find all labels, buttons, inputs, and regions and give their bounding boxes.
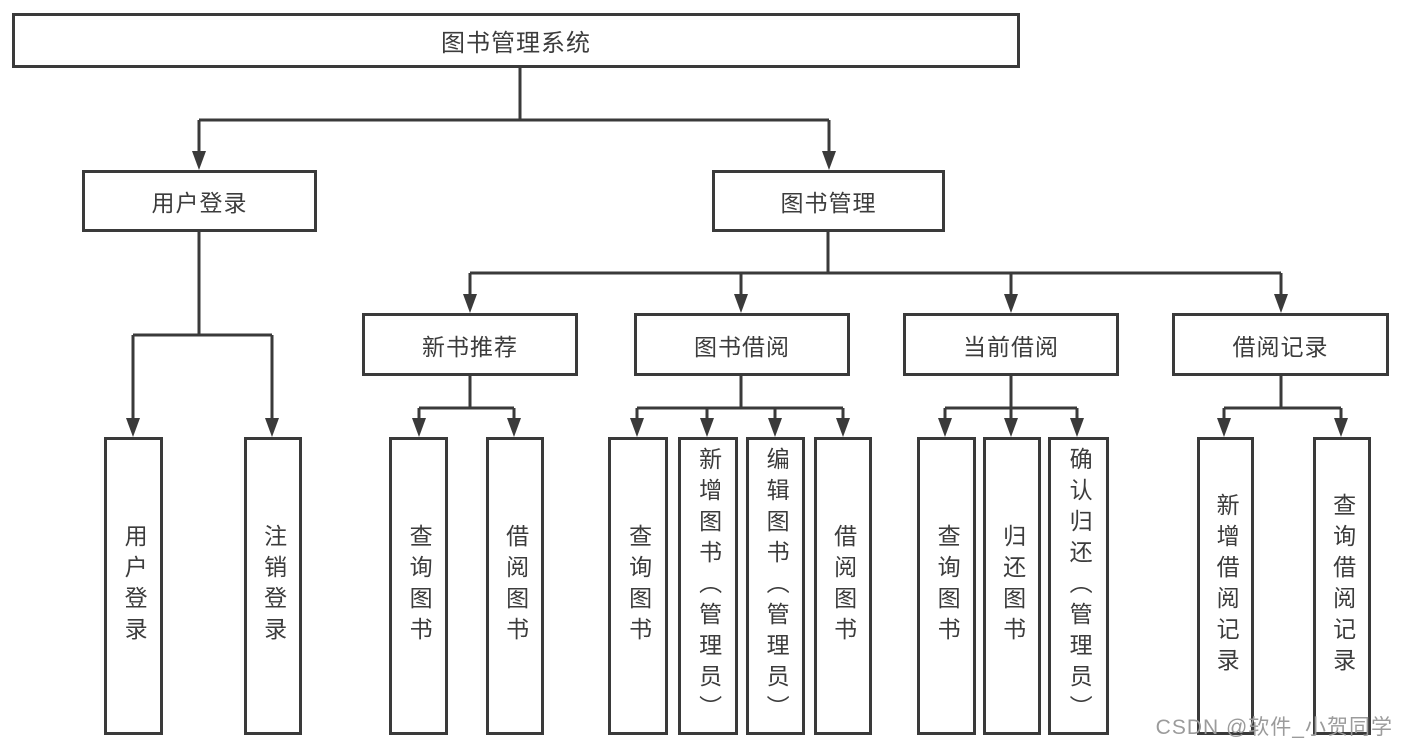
node-current-borrowing-label: 当前借阅 [963, 333, 1059, 360]
watermark: CSDN @软件_小贺同学 [1155, 716, 1393, 739]
leaf-borrow-books-label: 借阅图书 [830, 524, 857, 648]
leaf-confirm-return-admin: 确认归还（管理员） [1048, 437, 1109, 735]
node-book-management: 图书管理 [712, 170, 945, 232]
node-new-book-recommend: 新书推荐 [362, 313, 578, 376]
leaf-user-login: 用户登录 [104, 437, 163, 735]
leaf-add-borrow-record: 新增借阅记录 [1197, 437, 1254, 735]
node-book-borrowing: 图书借阅 [634, 313, 850, 376]
leaf-return-book-label: 归还图书 [999, 524, 1026, 648]
leaf-query-books-current-label: 查询图书 [934, 524, 961, 648]
leaf-query-books-borrow: 查询图书 [608, 437, 668, 735]
node-borrowing-records: 借阅记录 [1172, 313, 1389, 376]
leaf-edit-book-admin-label: 编辑图书（管理员） [763, 446, 790, 726]
leaf-logout-label: 注销登录 [260, 524, 287, 648]
leaf-add-book-admin: 新增图书（管理员） [678, 437, 738, 735]
leaf-return-book: 归还图书 [983, 437, 1041, 735]
leaf-query-books-borrow-label: 查询图书 [625, 524, 652, 648]
leaf-logout: 注销登录 [244, 437, 302, 735]
leaf-edit-book-admin: 编辑图书（管理员） [746, 437, 805, 735]
leaf-query-borrow-record: 查询借阅记录 [1313, 437, 1371, 735]
leaf-query-books-recommend: 查询图书 [389, 437, 448, 735]
node-root-system: 图书管理系统 [12, 13, 1020, 68]
leaf-confirm-return-admin-label: 确认归还（管理员） [1066, 446, 1093, 726]
leaf-query-books-current: 查询图书 [917, 437, 976, 735]
node-root-label: 图书管理系统 [441, 30, 591, 57]
leaf-add-borrow-record-label: 新增借阅记录 [1213, 493, 1240, 679]
leaf-borrow-books: 借阅图书 [814, 437, 872, 735]
node-book-management-label: 图书管理 [780, 190, 877, 216]
node-user-login: 用户登录 [82, 170, 317, 232]
leaf-borrow-books-recommend: 借阅图书 [486, 437, 544, 735]
leaf-query-books-recommend-label: 查询图书 [406, 524, 433, 648]
leaf-user-login-label: 用户登录 [121, 524, 148, 648]
node-current-borrowing: 当前借阅 [903, 313, 1119, 376]
leaf-query-borrow-record-label: 查询借阅记录 [1329, 493, 1356, 679]
node-user-login-label: 用户登录 [151, 190, 248, 216]
leaf-borrow-books-recommend-label: 借阅图书 [502, 524, 529, 648]
node-borrowing-records-label: 借阅记录 [1232, 333, 1329, 360]
node-new-book-recommend-label: 新书推荐 [422, 333, 518, 360]
node-book-borrowing-label: 图书借阅 [694, 333, 790, 360]
leaf-add-book-admin-label: 新增图书（管理员） [695, 446, 722, 726]
